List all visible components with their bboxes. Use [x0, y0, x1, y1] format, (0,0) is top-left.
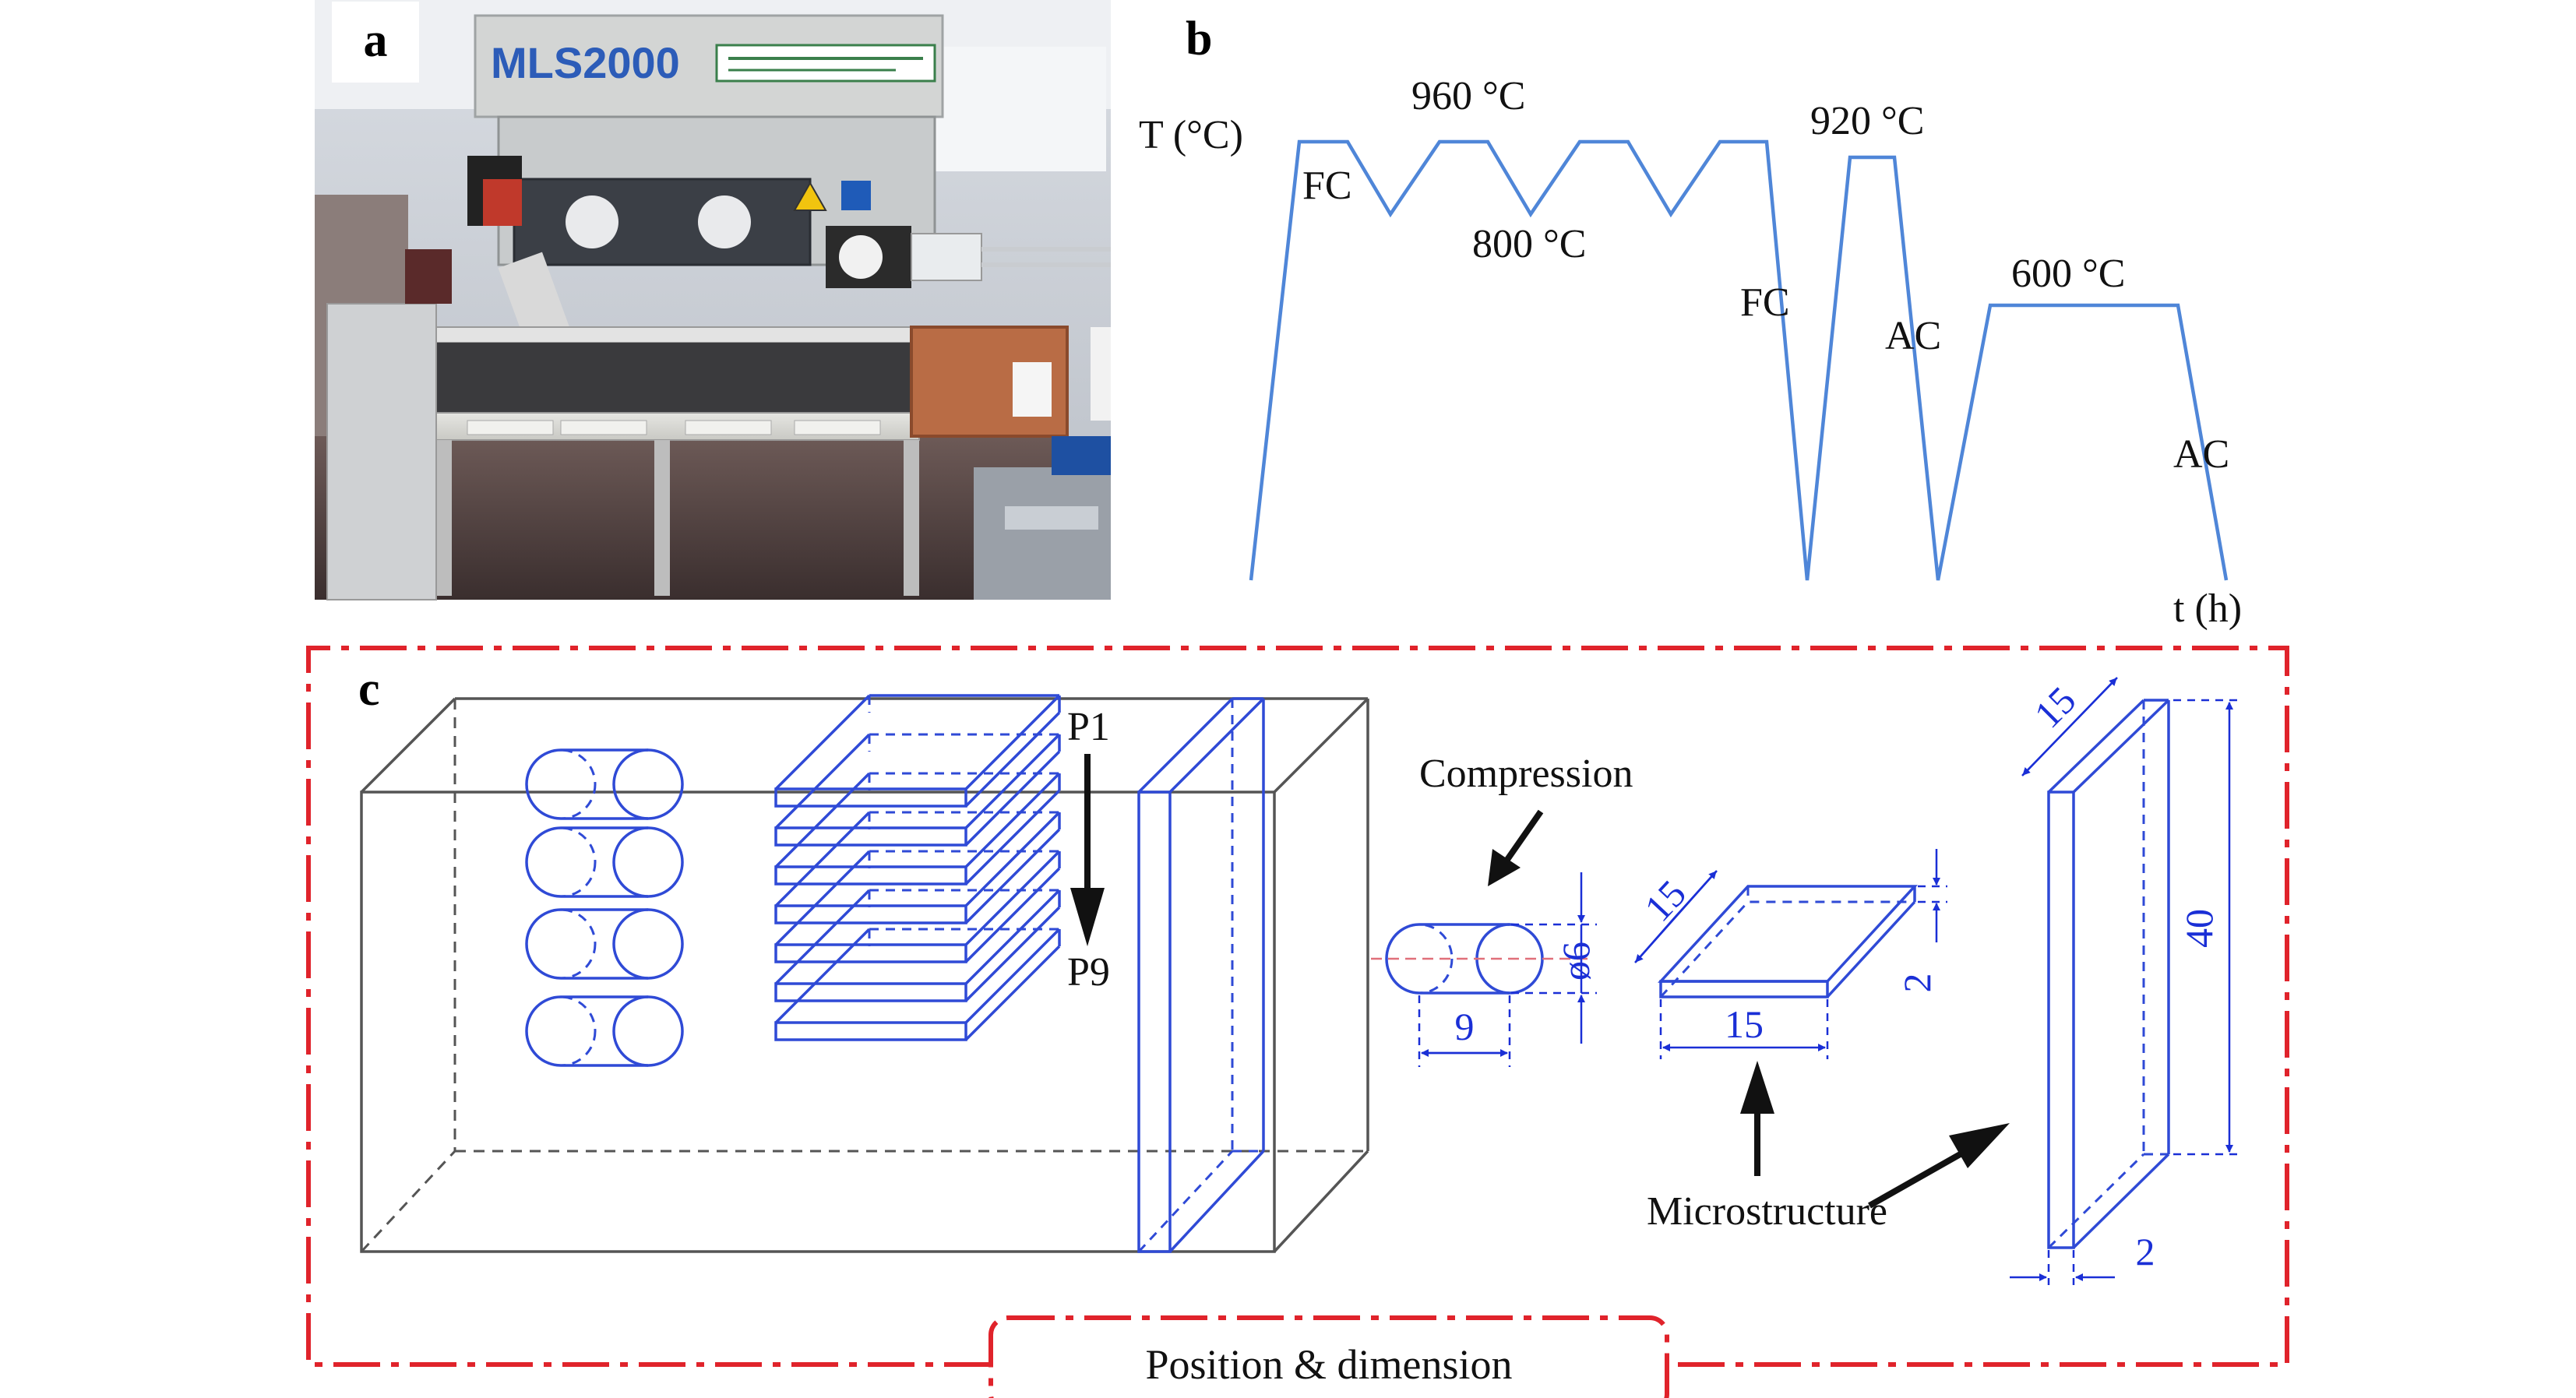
label-p9: P9	[1067, 950, 1110, 995]
x-axis-label: t (h)	[2173, 586, 2242, 631]
build-block	[360, 697, 1369, 1253]
panel-c-letter: c	[358, 663, 380, 716]
photo-panel	[315, 0, 1111, 600]
microstructure-sample-detail	[1634, 849, 1947, 1059]
dim-tall-thick: 2	[2136, 1230, 2155, 1273]
label-960c: 960 °C	[1411, 74, 1525, 118]
microstructure-plate-stack	[774, 694, 1061, 1041]
panel-b-letter: b	[1186, 12, 1212, 65]
compression-samples-in-block	[525, 748, 684, 1067]
build-direction-arrow	[1070, 754, 1105, 946]
cylinder-1	[525, 748, 684, 820]
cylinder-4	[525, 995, 684, 1067]
dim-plate-thick: 2	[1895, 974, 1939, 993]
stack-plate-4	[774, 811, 1061, 924]
dim-plate-side-a: 15	[1636, 872, 1694, 930]
machine-label-text: MLS2000	[491, 38, 680, 87]
frame-title: Position & dimension	[1145, 1341, 1512, 1388]
dim-cyl-length: 9	[1455, 1005, 1475, 1048]
tall-plate-detail	[2010, 677, 2243, 1285]
label-fc-2: FC	[1740, 280, 1790, 325]
compression-arrow	[1488, 809, 1544, 886]
panel-a-letter: a	[364, 14, 388, 67]
label-fc-1: FC	[1302, 164, 1352, 208]
dim-cyl-diameter: ø6	[1554, 942, 1598, 981]
label-600c: 600 °C	[2011, 252, 2125, 296]
dim-plate-side-b: 15	[1725, 1002, 1764, 1046]
tensile-plate-in-block	[1137, 697, 1265, 1253]
label-microstructure: Microstructure	[1647, 1189, 1887, 1234]
cylinder-3	[525, 908, 684, 980]
label-800c: 800 °C	[1472, 222, 1586, 266]
y-axis-label: T (°C)	[1139, 113, 1243, 157]
label-ac-1: AC	[1885, 314, 1941, 358]
microstructure-arrow-diagonal	[1868, 1123, 2010, 1209]
stack-plate-1	[774, 694, 1061, 808]
stack-plate-3	[774, 772, 1061, 886]
stack-plate-7	[774, 928, 1061, 1041]
dim-tall-width: 15	[2026, 678, 2084, 737]
frame-title-box	[988, 1315, 1669, 1398]
label-p1: P1	[1067, 705, 1110, 749]
panel-a-letter-box	[332, 2, 419, 83]
label-compression: Compression	[1419, 752, 1633, 796]
stack-plate-6	[774, 889, 1061, 1002]
label-920c: 920 °C	[1810, 99, 1924, 143]
dim-tall-height: 40	[2177, 909, 2221, 948]
position-dimension-frame	[306, 646, 2289, 1398]
heat-treatment-curve	[1249, 139, 2229, 581]
stack-plate-2	[774, 733, 1061, 847]
stack-plate-5	[774, 850, 1061, 963]
cylinder-2	[525, 826, 684, 898]
label-ac-2: AC	[2173, 432, 2229, 477]
compression-sample-detail	[1371, 872, 1597, 1067]
microstructure-arrow-up	[1740, 1061, 1774, 1176]
